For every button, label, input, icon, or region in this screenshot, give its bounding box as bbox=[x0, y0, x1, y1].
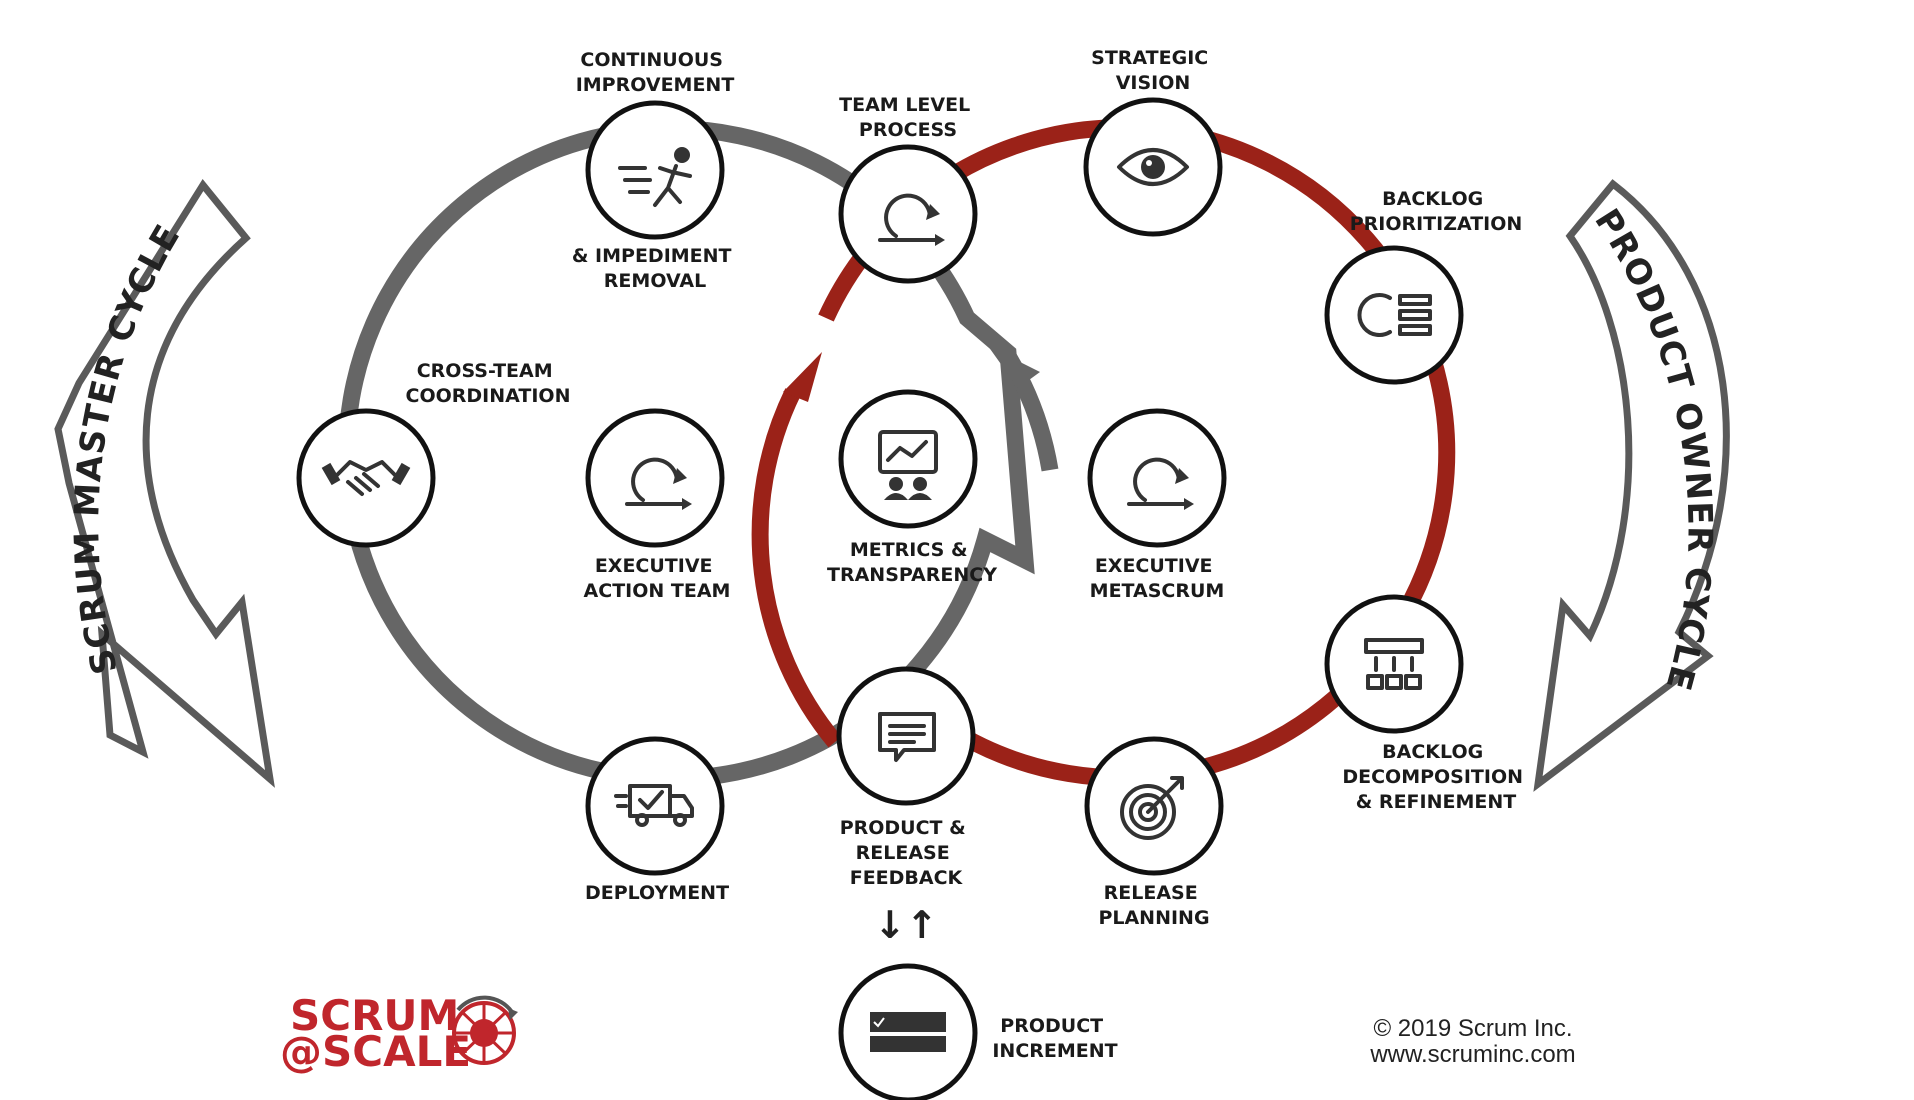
network-globe-icon bbox=[452, 995, 518, 1065]
running-person-icon bbox=[618, 147, 692, 207]
copyright-text: © 2019 Scrum Inc. bbox=[1373, 1015, 1572, 1042]
presentation-chart-icon bbox=[878, 430, 938, 500]
impediment-removal-label: & IMPEDIMENT REMOVAL bbox=[572, 245, 738, 292]
sprint-cycle-icon bbox=[878, 193, 945, 246]
feedback-arrows: ↓↑ bbox=[874, 903, 938, 947]
cross-team-coordination-label: CROSS-TEAM COORDINATION bbox=[406, 360, 571, 407]
node-cross-team-coordination[interactable] bbox=[296, 408, 436, 548]
node-backlog-decomposition[interactable] bbox=[1324, 594, 1464, 734]
node-metrics-transparency[interactable] bbox=[838, 389, 978, 529]
deployment-label: DEPLOYMENT bbox=[585, 882, 729, 904]
executive-metascrum-label: EXECUTIVE METASCRUM bbox=[1090, 555, 1225, 602]
node-product-release-feedback[interactable] bbox=[836, 666, 976, 806]
node-strategic-vision[interactable] bbox=[1083, 97, 1223, 237]
decomposition-icon bbox=[1364, 638, 1424, 690]
node-deployment[interactable] bbox=[585, 736, 725, 876]
backlog-decomposition-label: BACKLOG DECOMPOSITION & REFINEMENT bbox=[1342, 741, 1529, 813]
delivery-truck-icon bbox=[614, 784, 694, 827]
feedback-message-icon bbox=[878, 712, 936, 762]
product-increment-label: PRODUCT INCREMENT bbox=[992, 1015, 1117, 1062]
node-team-level-process[interactable] bbox=[838, 144, 978, 284]
team-level-process-label: TEAM LEVEL PROCESS bbox=[839, 94, 977, 141]
backlog-prioritization-label: BACKLOG PRIORITIZATION bbox=[1350, 188, 1523, 235]
strategic-vision-label: STRATEGIC VISION bbox=[1091, 47, 1215, 94]
metrics-transparency-label: METRICS & TRANSPARENCY bbox=[827, 539, 997, 586]
node-executive-action-team[interactable] bbox=[585, 408, 725, 548]
scrum-at-scale-logo: SCRUM @SCALE bbox=[280, 991, 518, 1076]
eye-icon bbox=[1117, 148, 1189, 186]
node-continuous-improvement[interactable] bbox=[585, 100, 725, 240]
product-increment-icon bbox=[870, 1012, 946, 1052]
node-release-planning[interactable] bbox=[1084, 736, 1224, 876]
handshake-icon bbox=[321, 460, 411, 496]
product-release-feedback-label: PRODUCT & RELEASE FEEDBACK bbox=[840, 817, 973, 889]
node-backlog-prioritization[interactable] bbox=[1324, 245, 1464, 385]
scrum-master-cycle-arrow: SCRUM MASTER CYCLE bbox=[54, 178, 275, 788]
node-product-increment[interactable] bbox=[838, 963, 978, 1100]
release-planning-label: RELEASE PLANNING bbox=[1098, 882, 1209, 929]
sprint-cycle-icon bbox=[1127, 457, 1194, 510]
node-executive-metascrum[interactable] bbox=[1087, 408, 1227, 548]
executive-action-team-label: EXECUTIVE ACTION TEAM bbox=[584, 555, 731, 602]
sprint-cycle-icon bbox=[625, 457, 692, 510]
brand-line-1: SCRUM bbox=[290, 991, 459, 1040]
prioritized-list-icon bbox=[1357, 293, 1432, 337]
website-link[interactable]: www.scruminc.com bbox=[1369, 1041, 1575, 1068]
target-icon bbox=[1120, 776, 1184, 840]
product-owner-cycle-arrow: PRODUCT OWNER CYCLE bbox=[1533, 179, 1730, 792]
continuous-improvement-label: CONTINUOUS IMPROVEMENT bbox=[576, 49, 735, 96]
brand-line-2: @SCALE bbox=[280, 1027, 471, 1076]
